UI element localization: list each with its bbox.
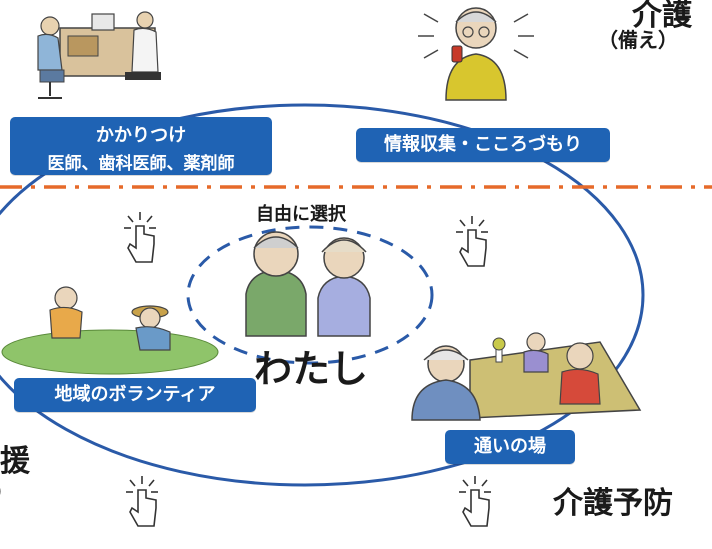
- left-text-fragment: 援: [0, 444, 30, 479]
- gardening-volunteers-illustration: [1, 286, 219, 375]
- family-doctor-label: かかりつけ 医師、歯科医師、薬剤師: [10, 117, 272, 175]
- info-gathering-label: 情報収集・こころづもり: [356, 128, 610, 162]
- header-title-fragment: 介護: [632, 0, 692, 33]
- family-doctor-line2: 医師、歯科医師、薬剤師: [47, 154, 235, 174]
- tap-hand-icon: [459, 476, 491, 527]
- doctor-consultation-illustration: [37, 11, 161, 99]
- gathering-place-illustration: [411, 332, 642, 421]
- care-prevention-text: 介護予防: [553, 486, 673, 521]
- inner-dashed-ellipse: [186, 225, 434, 365]
- left-paren-fragment: ）: [0, 476, 14, 505]
- free-choice-text: 自由に選択: [256, 204, 346, 225]
- family-doctor-line1: かかりつけ: [95, 125, 187, 146]
- outer-ellipse: [0, 103, 645, 487]
- tap-hand-icon: [126, 476, 158, 527]
- volunteer-label: 地域のボランティア: [14, 378, 256, 412]
- me-text: わたし: [254, 347, 369, 391]
- elderly-couple-illustration: [245, 231, 371, 337]
- woman-with-phone-illustration: [418, 7, 534, 101]
- tap-hand-icon: [124, 212, 156, 263]
- header-subtitle: （備え）: [598, 28, 678, 52]
- gathering-place-label: 通いの場: [445, 430, 575, 464]
- tap-hand-icon: [456, 216, 488, 267]
